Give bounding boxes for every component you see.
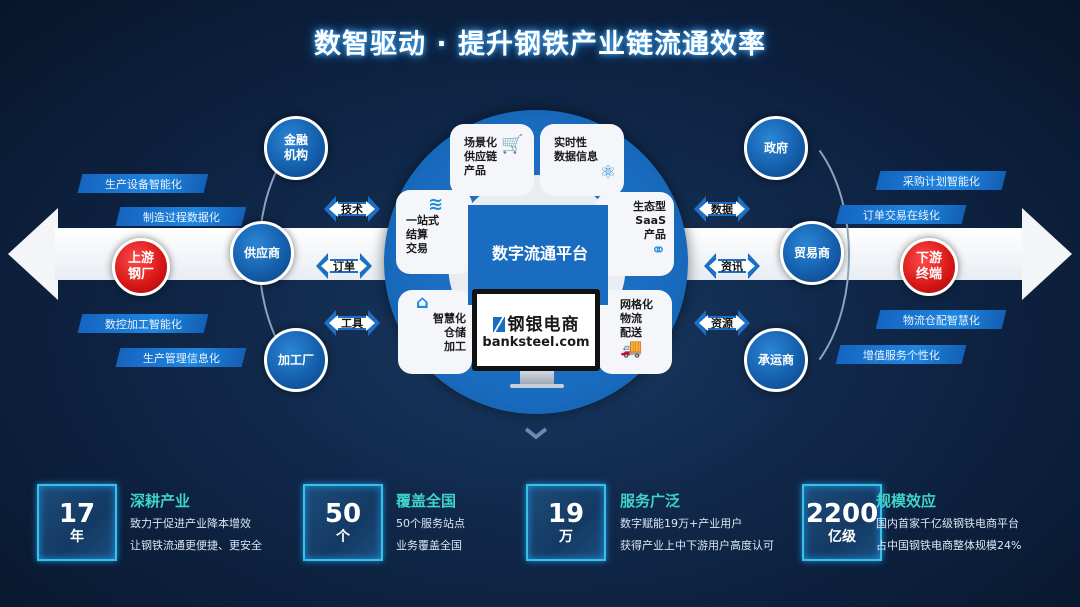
downstream-tag: 采购计划智能化 xyxy=(875,171,1007,190)
downstream-tag: 增值服务个性化 xyxy=(835,345,967,364)
flow-arrow-resource: 资源 xyxy=(694,310,750,336)
stat-box-users: 19 万 xyxy=(526,484,606,561)
stat-title: 覆盖全国 xyxy=(396,492,457,510)
database-icon: ≋ xyxy=(428,194,444,215)
carrier-node: 承运商 xyxy=(744,328,808,392)
monitor-screen: 钢银电商 banksteel.com xyxy=(477,294,595,366)
double-arrow-icon xyxy=(316,253,372,279)
stat-box-scale: 2200 亿级 xyxy=(802,484,882,561)
stat-box-stations: 50 个 xyxy=(303,484,383,561)
downstream-arc xyxy=(690,120,850,390)
warehouse-icon: ⌂ xyxy=(416,292,429,313)
segment-settlement: ≋ 一站式 结算 交易 xyxy=(396,190,472,274)
page-title: 数智驱动 · 提升钢铁产业链流通效率 xyxy=(313,29,767,60)
downstream-tag: 订单交易在线化 xyxy=(835,205,967,224)
flow-arrow-data: 数据 xyxy=(694,196,750,222)
stat-box-years: 17 年 xyxy=(37,484,117,561)
stat-desc: 业务覆盖全国 xyxy=(396,539,462,552)
brand-mark-icon xyxy=(492,317,505,332)
chevron-down-icon xyxy=(524,427,548,440)
flow-arrow-info: 资讯 xyxy=(704,253,760,279)
double-arrow-icon xyxy=(694,196,750,222)
stat-desc: 致力于促进产业降本增效 xyxy=(130,517,251,530)
right-arrow-head xyxy=(1022,208,1072,300)
segment-logistics: 网格化 物流 配送 🚚 xyxy=(598,290,672,374)
truck-icon: 🚚 xyxy=(620,338,643,359)
monitor-stand xyxy=(520,371,554,385)
double-arrow-icon xyxy=(324,196,380,222)
trader-node: 贸易商 xyxy=(780,221,844,285)
stat-title: 深耕产业 xyxy=(130,492,191,510)
downstream-tag: 物流仓配智慧化 xyxy=(875,310,1007,329)
upstream-steel-mill-node: 上游 钢厂 xyxy=(112,238,170,296)
processing-plant-node: 加工厂 xyxy=(264,328,328,392)
stat-desc: 让钢铁流通更便捷、更安全 xyxy=(130,539,262,552)
network-icon: ⚭ xyxy=(650,240,666,261)
stat-title: 规模效应 xyxy=(876,492,937,510)
downstream-terminal-node: 下游 终端 xyxy=(900,238,958,296)
double-arrow-icon xyxy=(324,310,380,336)
segment-warehouse: ⌂ 智慧化 仓储 加工 xyxy=(398,290,472,374)
double-arrow-icon xyxy=(704,253,760,279)
upstream-tag: 制造过程数据化 xyxy=(115,207,247,226)
double-arrow-icon xyxy=(694,310,750,336)
platform-hub xyxy=(468,205,608,305)
supplier-node: 供应商 xyxy=(230,221,294,285)
flow-arrow-order: 订单 xyxy=(316,253,372,279)
segment-supply-chain: 场景化 供应链 产品🛒 xyxy=(450,124,534,196)
upstream-tag: 生产管理信息化 xyxy=(115,348,247,367)
brand-logo: 钢银电商 xyxy=(492,310,580,335)
stat-desc: 50个服务站点 xyxy=(396,517,465,530)
segment-saas: 生态型 SaaS 产品 ⚭ xyxy=(596,192,674,276)
finance-institution-node: 金融 机构 xyxy=(264,116,328,180)
shopping-cart-icon: 🛒 xyxy=(501,134,524,155)
government-node: 政府 xyxy=(744,116,808,180)
flow-arrow-technology: 技术 xyxy=(324,196,380,222)
monitor: 钢银电商 banksteel.com xyxy=(472,289,600,371)
brand-url: banksteel.com xyxy=(482,335,590,350)
platform-hub-label: 数字流通平台 xyxy=(491,244,588,263)
stat-desc: 占中国钢铁电商整体规模24% xyxy=(876,539,1022,552)
segment-realtime-data: 实时性 数据信息 ⚛ xyxy=(540,124,624,196)
upstream-tag: 生产设备智能化 xyxy=(77,174,209,193)
flow-arrow-tools: 工具 xyxy=(324,310,380,336)
atom-icon: ⚛ xyxy=(600,162,617,183)
monitor-stand-base xyxy=(510,384,564,388)
stat-desc: 数字赋能19万+产业用户 xyxy=(620,517,743,530)
left-arrow-head xyxy=(8,208,58,300)
stat-title: 服务广泛 xyxy=(620,492,681,510)
upstream-tag: 数控加工智能化 xyxy=(77,314,209,333)
stat-desc: 国内首家千亿级钢铁电商平台 xyxy=(876,517,1019,530)
stat-desc: 获得产业上中下游用户高度认可 xyxy=(620,539,774,552)
